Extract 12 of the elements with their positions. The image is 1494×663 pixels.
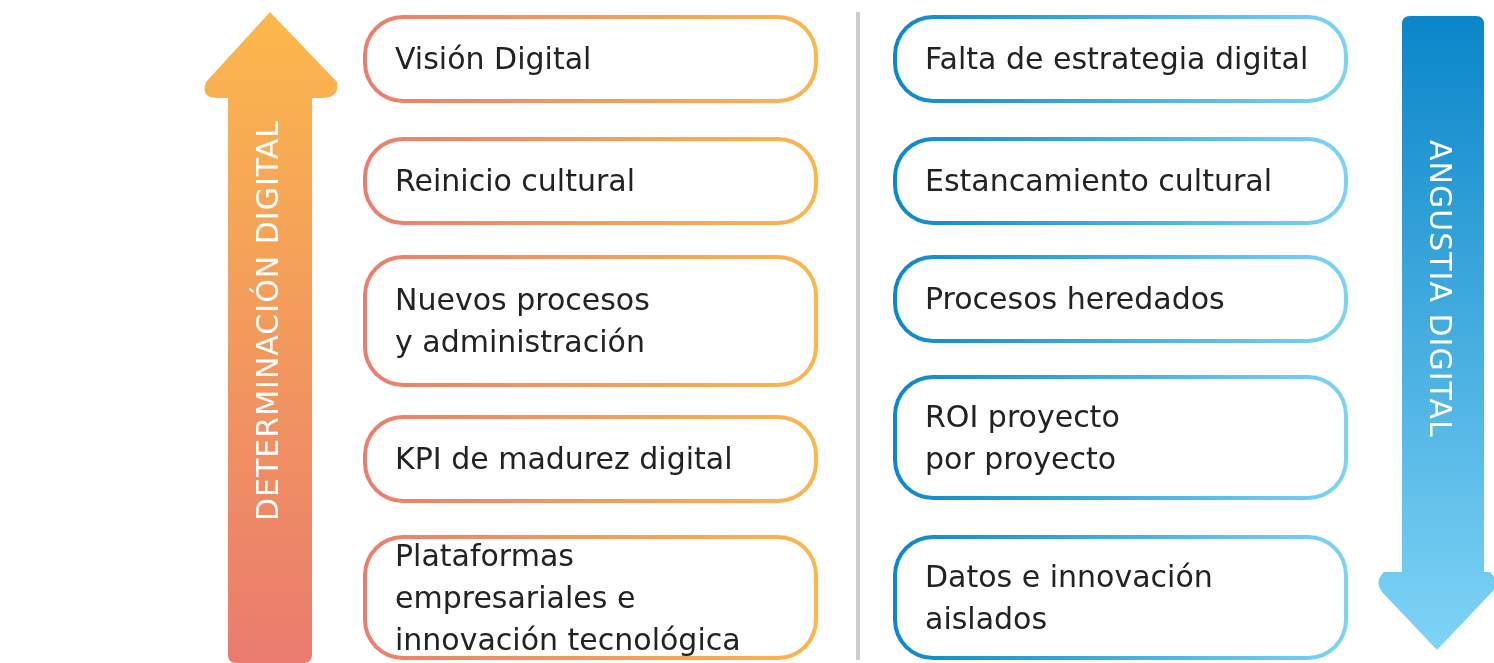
box-label: Procesos heredados [925, 280, 1226, 318]
box-label: Visión Digital [395, 40, 593, 78]
arrow-label: ANGUSTIA DIGITAL [1423, 140, 1458, 438]
box-label: ROI proyecto por proyecto [925, 397, 1121, 478]
arrow-label: DETERMINACIÓN DIGITAL [250, 120, 285, 521]
box-label: KPI de madurez digital [395, 440, 734, 478]
box-label: Estancamiento cultural [925, 162, 1273, 200]
box-label: Plataformas empresariales e innovación tecnológica [395, 536, 742, 659]
box-label: Nuevos procesos y administración [395, 281, 651, 361]
box-label: Datos e innovación aislados [925, 557, 1214, 638]
box-label: Falta de estrategia digital [925, 40, 1310, 78]
box-label: Reinicio cultural [395, 162, 637, 200]
